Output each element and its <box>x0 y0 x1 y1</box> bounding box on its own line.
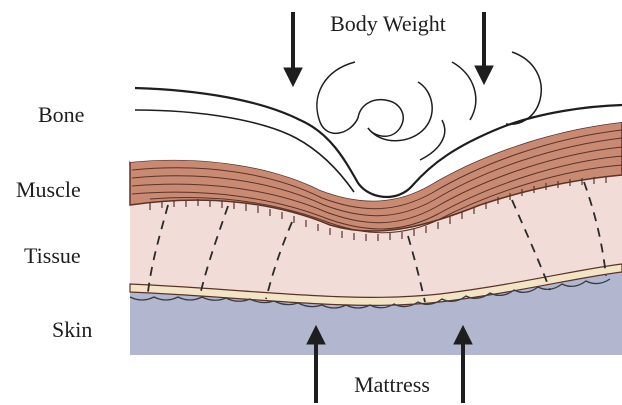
right-down-arrow-head <box>475 66 493 84</box>
mattress-label: Mattress <box>354 372 430 397</box>
skin-label: Skin <box>52 317 92 342</box>
bone-label: Bone <box>38 102 84 127</box>
body-weight-label: Body Weight <box>330 11 446 36</box>
muscle-label: Muscle <box>16 177 81 202</box>
tissue-label: Tissue <box>24 243 81 268</box>
left-down-arrow-head <box>284 68 302 86</box>
